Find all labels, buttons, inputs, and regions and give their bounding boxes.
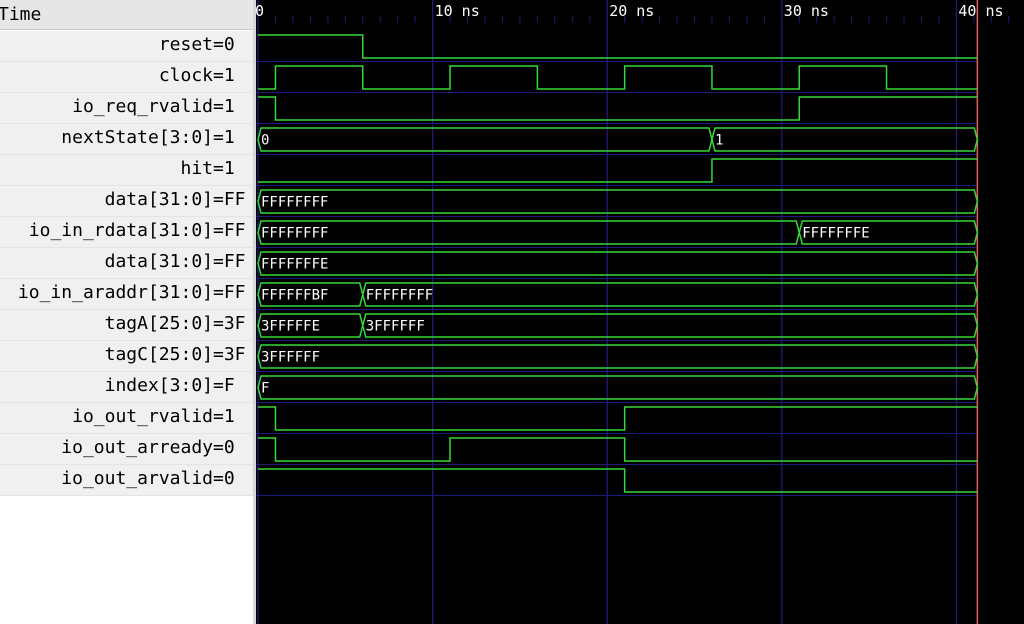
signal-row[interactable]: data[31:0]=FF: [0, 248, 253, 279]
time-tick-label: 40 ns: [958, 2, 1003, 20]
bus-segment: [257, 344, 979, 369]
bus-value: FFFFFFBF: [261, 288, 328, 304]
bus-value: FFFFFFFE: [261, 257, 328, 273]
signal-name: reset: [158, 34, 213, 55]
bus-segment: [257, 189, 979, 214]
signal-value: =FF: [213, 220, 246, 241]
signal-waveform: [258, 158, 978, 183]
time-tick-label: 10 ns: [435, 2, 480, 20]
signal-row[interactable]: hit=1: [0, 155, 253, 186]
time-header-label: Time: [0, 4, 42, 25]
signal-row[interactable]: io_out_arvalid=0: [0, 465, 253, 496]
signal-name: tagA[25:0]: [104, 313, 213, 334]
signal-name: index[3:0]: [104, 375, 213, 396]
bus-value: F: [261, 381, 269, 397]
signal-waveform: [258, 96, 978, 121]
bus-value: 0: [261, 133, 269, 149]
bus-segment: [257, 127, 713, 152]
bus-value: 1: [715, 133, 723, 149]
signal-waveform: [258, 65, 978, 90]
signal-value: =1: [213, 96, 235, 117]
bus-segment: [798, 220, 979, 245]
bus-segment: [257, 375, 979, 400]
signal-name: clock: [158, 65, 213, 86]
signal-name: io_req_rvalid: [72, 96, 213, 117]
signal-row[interactable]: data[31:0]=FF: [0, 186, 253, 217]
signal-row[interactable]: io_in_rdata[31:0]=FF: [0, 217, 253, 248]
time-tick-label: 20 ns: [609, 2, 654, 20]
signal-value: =3F: [213, 313, 246, 334]
signal-name: io_in_rdata[31:0]: [28, 220, 213, 241]
pane-splitter[interactable]: [253, 0, 256, 624]
signal-value: =1: [213, 406, 235, 427]
time-header: Time: [0, 0, 253, 30]
signal-row[interactable]: io_req_rvalid=1: [0, 93, 253, 124]
bus-value: FFFFFFFF: [366, 288, 433, 304]
signal-name: hit: [180, 158, 213, 179]
bus-value: 3FFFFFE: [261, 319, 320, 335]
signal-value: =3F: [213, 344, 246, 365]
signal-name: io_in_araddr[31:0]: [17, 282, 213, 303]
signal-row[interactable]: io_in_araddr[31:0]=FF: [0, 279, 253, 310]
signal-row[interactable]: io_out_arready=0: [0, 434, 253, 465]
bus-segment: [257, 251, 979, 276]
signal-value: =FF: [213, 251, 246, 272]
bus-value: FFFFFFFE: [802, 226, 869, 242]
signal-row[interactable]: nextState[3:0]=1: [0, 124, 253, 155]
bus-segment: [361, 313, 979, 338]
signal-name: nextState[3:0]: [61, 127, 213, 148]
signal-value: =0: [213, 468, 235, 489]
signal-name: io_out_arvalid: [61, 468, 213, 489]
signal-value: =0: [213, 437, 235, 458]
signal-name: io_out_rvalid: [72, 406, 213, 427]
signal-row[interactable]: clock=1: [0, 62, 253, 93]
signal-waveform: [258, 34, 978, 59]
time-tick-label: 0: [256, 2, 264, 20]
bus-segment: [711, 127, 979, 152]
signal-name: tagC[25:0]: [104, 344, 213, 365]
signal-value: =F: [213, 375, 235, 396]
signal-value: =1: [213, 65, 235, 86]
signal-value: =FF: [213, 189, 246, 210]
signal-row[interactable]: index[3:0]=F: [0, 372, 253, 403]
bus-segment: [257, 220, 801, 245]
signal-value: =FF: [213, 282, 246, 303]
signal-waveform: [258, 437, 978, 462]
time-tick-label: 30 ns: [784, 2, 829, 20]
signal-row[interactable]: tagA[25:0]=3F: [0, 310, 253, 341]
signal-row[interactable]: tagC[25:0]=3F: [0, 341, 253, 372]
bus-segment: [361, 282, 979, 307]
bus-value: 3FFFFFF: [261, 350, 320, 366]
signal-name: io_out_arready: [61, 437, 213, 458]
bus-value: 3FFFFFF: [366, 319, 425, 335]
signal-name: data[31:0]: [104, 189, 213, 210]
bus-value: FFFFFFFF: [261, 195, 328, 211]
signal-waveform: [258, 406, 978, 431]
signal-waveform: [258, 468, 978, 493]
bus-value: FFFFFFFF: [261, 226, 328, 242]
signal-row[interactable]: io_out_rvalid=1: [0, 403, 253, 434]
signal-value: =1: [213, 127, 235, 148]
signal-value: =0: [213, 34, 235, 55]
signal-name: data[31:0]: [104, 251, 213, 272]
signal-row[interactable]: reset=0: [0, 31, 253, 62]
signal-value: =1: [213, 158, 235, 179]
